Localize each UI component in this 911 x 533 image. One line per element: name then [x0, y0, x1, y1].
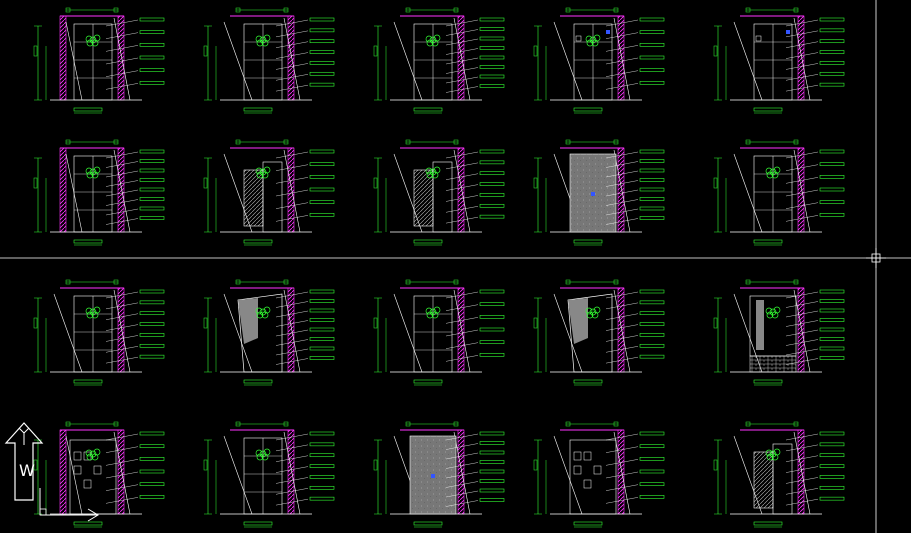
elevation-drawing[interactable]	[33, 7, 165, 114]
elevation-drawing[interactable]	[713, 421, 845, 528]
ucs-icon	[39, 488, 99, 522]
elevation-drawing[interactable]	[713, 139, 845, 246]
elevation-drawing[interactable]	[713, 279, 845, 386]
elevation-drawing[interactable]	[33, 139, 165, 246]
elevation-drawing[interactable]	[33, 279, 165, 386]
elevation-drawing[interactable]	[533, 7, 665, 114]
elevation-drawing[interactable]	[33, 421, 165, 528]
elevation-drawing[interactable]	[373, 139, 505, 246]
svg-text:W: W	[19, 461, 35, 480]
elevation-drawing[interactable]	[203, 7, 335, 114]
elevation-drawing[interactable]	[373, 421, 505, 528]
elevation-drawing[interactable]	[533, 139, 665, 246]
elevation-drawing[interactable]	[203, 279, 335, 386]
elevation-drawing[interactable]	[533, 279, 665, 386]
elevation-drawing[interactable]	[373, 279, 505, 386]
north-arrow-icon: W	[4, 422, 44, 501]
elevation-drawing[interactable]	[713, 7, 845, 114]
elevation-drawing[interactable]	[203, 421, 335, 528]
elevation-layer	[33, 7, 845, 528]
elevation-drawing[interactable]	[373, 7, 505, 114]
elevation-drawing[interactable]	[533, 421, 665, 528]
crosshair-icon	[866, 248, 886, 268]
elevation-drawing[interactable]	[203, 139, 335, 246]
